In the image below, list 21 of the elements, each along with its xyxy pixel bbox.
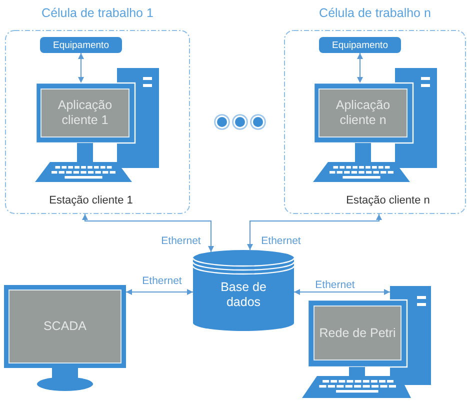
cell-title: Célula de trabalho n bbox=[319, 6, 431, 21]
station-caption: Estação cliente n bbox=[346, 194, 430, 208]
edge-label: Ethernet bbox=[314, 279, 356, 291]
station-caption: Estação cliente 1 bbox=[49, 194, 133, 208]
screen-label: Rede de Petri bbox=[319, 326, 396, 340]
connector-arrow bbox=[78, 52, 84, 84]
connector-arrow bbox=[82, 214, 214, 252]
edge-label: Ethernet bbox=[141, 275, 183, 287]
screen-label: Aplicação cliente 1 bbox=[58, 98, 112, 127]
edge-label: Ethernet bbox=[260, 235, 302, 247]
database-label: Base de dados bbox=[220, 280, 266, 308]
connector-arrow bbox=[247, 214, 382, 250]
connector-arrow bbox=[357, 52, 363, 84]
device-box: Equipamento bbox=[319, 37, 401, 53]
screen-label: Aplicação cliente n bbox=[336, 98, 390, 127]
edge-label: Ethernet bbox=[160, 235, 202, 247]
connector-arrow bbox=[294, 289, 390, 295]
cell-title: Célula de trabalho 1 bbox=[42, 6, 154, 21]
device-box: Equipamento bbox=[40, 37, 122, 53]
screen-label: SCADA bbox=[43, 319, 87, 333]
connector-arrow bbox=[126, 289, 194, 295]
